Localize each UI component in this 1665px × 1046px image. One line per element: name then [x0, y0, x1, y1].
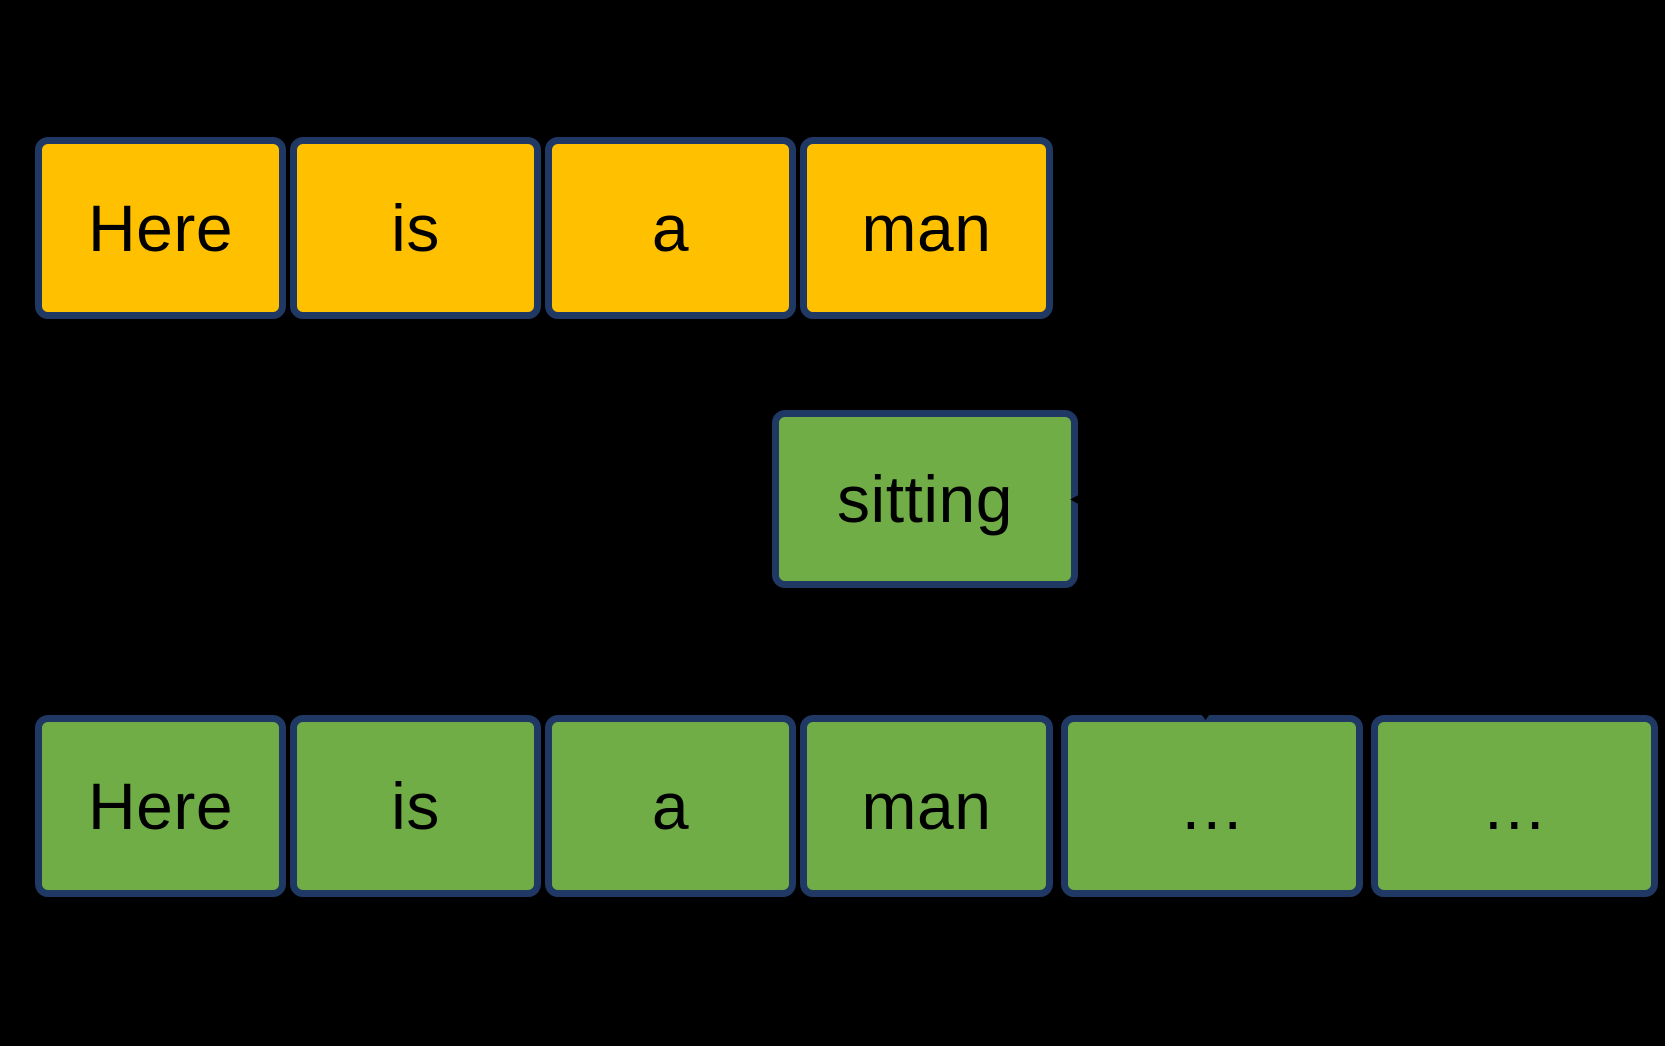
context-token: Here	[35, 137, 286, 319]
context-token: a	[545, 137, 796, 319]
arrow-tip-mark-icon	[1199, 711, 1212, 720]
output-token-ellipsis: …	[1371, 715, 1658, 897]
context-token: is	[290, 137, 541, 319]
output-token: is	[290, 715, 541, 897]
output-token: a	[545, 715, 796, 897]
predicted-token-box: sitting	[772, 410, 1078, 588]
output-token: Here	[35, 715, 286, 897]
output-token: man	[800, 715, 1053, 897]
context-token: man	[800, 137, 1053, 319]
output-token-ellipsis: …	[1061, 715, 1363, 897]
